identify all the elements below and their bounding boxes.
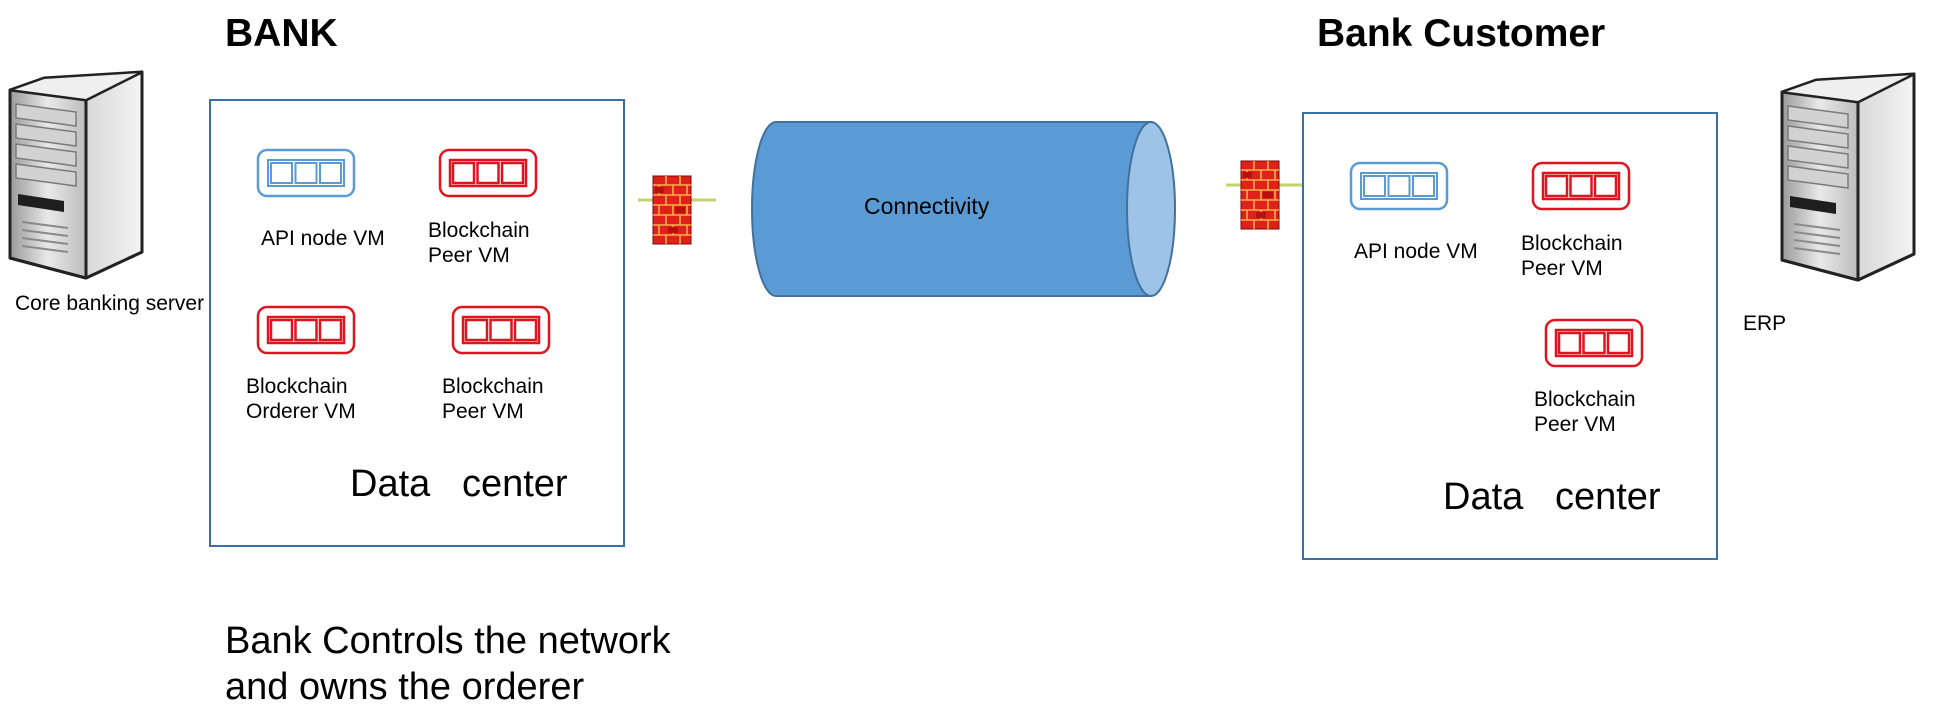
- customer-datacenter-label: Data center: [1443, 476, 1661, 518]
- connectivity-pipe-icon: [751, 121, 1176, 297]
- customer-firewall-icon: [1226, 157, 1304, 233]
- bank-title: BANK: [225, 12, 338, 55]
- customer-datacenter-box: API node VM Blockchain Peer VM Blockchai…: [1302, 112, 1718, 560]
- customer-vm-label-api: API node VM: [1354, 240, 1478, 263]
- blockchain-peer-vm-icon: [1544, 318, 1644, 368]
- bank-vm-label-api: API node VM: [261, 227, 385, 250]
- bank-vm-label-peer-1: Blockchain Peer VM: [428, 219, 530, 267]
- core-banking-server-label: Core banking server: [15, 292, 205, 315]
- customer-title: Bank Customer: [1317, 12, 1606, 55]
- api-node-vm-icon: [256, 148, 356, 198]
- bank-datacenter-label: Data center: [350, 463, 568, 505]
- bank-vm-label-orderer: Blockchain Orderer VM: [246, 375, 356, 423]
- blockchain-peer-vm-icon: [451, 305, 551, 355]
- blockchain-peer-vm-icon: [1531, 161, 1631, 211]
- erp-server-label: ERP: [1743, 312, 1787, 335]
- customer-vm-label-peer-2: Blockchain Peer VM: [1534, 388, 1636, 436]
- core-banking-server-icon: [4, 70, 144, 280]
- customer-vm-label-peer-1: Blockchain Peer VM: [1521, 232, 1623, 280]
- api-node-vm-icon: [1349, 161, 1449, 211]
- bank-datacenter-box: API node VM Blockchain Peer VM Blockchai…: [209, 99, 625, 547]
- bank-vm-label-peer-2: Blockchain Peer VM: [442, 375, 544, 423]
- connectivity-label: Connectivity: [864, 193, 990, 219]
- blockchain-orderer-vm-icon: [256, 305, 356, 355]
- bank-control-note: Bank Controls the network and owns the o…: [225, 620, 671, 708]
- blockchain-peer-vm-icon: [438, 148, 538, 198]
- bank-firewall-icon: [638, 172, 716, 248]
- erp-server-icon: [1776, 72, 1916, 282]
